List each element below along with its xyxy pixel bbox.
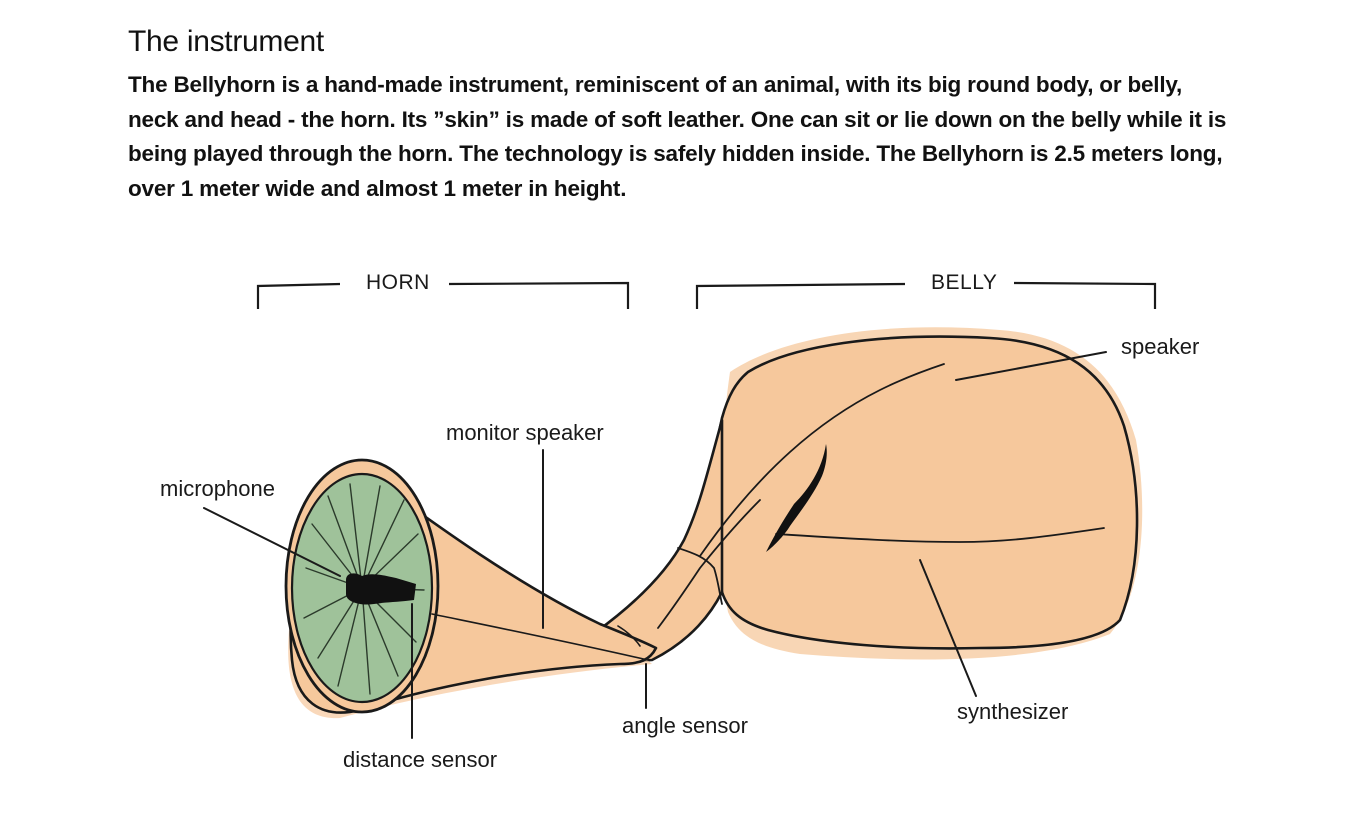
horn-seams	[431, 613, 649, 661]
belly-seams	[699, 363, 1105, 557]
horn-bracket	[256, 281, 630, 309]
belly-slit	[766, 444, 827, 552]
label-synthesizer: synthesizer	[957, 699, 1068, 724]
leader-lines	[203, 351, 1107, 739]
leader-speaker	[955, 351, 1107, 381]
intro-paragraph: The Bellyhorn is a hand-made instrument,…	[128, 72, 1227, 201]
label-monitor-speaker: monitor speaker	[446, 420, 604, 445]
belly-section-label: BELLY	[931, 271, 997, 294]
belly-body	[712, 335, 1139, 650]
microphone-body	[346, 573, 416, 605]
label-speaker: speaker	[1121, 334, 1199, 359]
page-title: The instrument	[128, 25, 324, 58]
neck	[594, 418, 724, 662]
neck-seams	[657, 499, 761, 629]
belly-bracket	[695, 281, 1157, 309]
label-distance-sensor: distance sensor	[343, 747, 497, 772]
horn-section-label: HORN	[366, 271, 430, 294]
label-microphone: microphone	[160, 476, 275, 501]
leader-microphone	[203, 507, 341, 577]
label-angle-sensor: angle sensor	[622, 713, 748, 738]
leader-synthesizer	[919, 559, 977, 697]
